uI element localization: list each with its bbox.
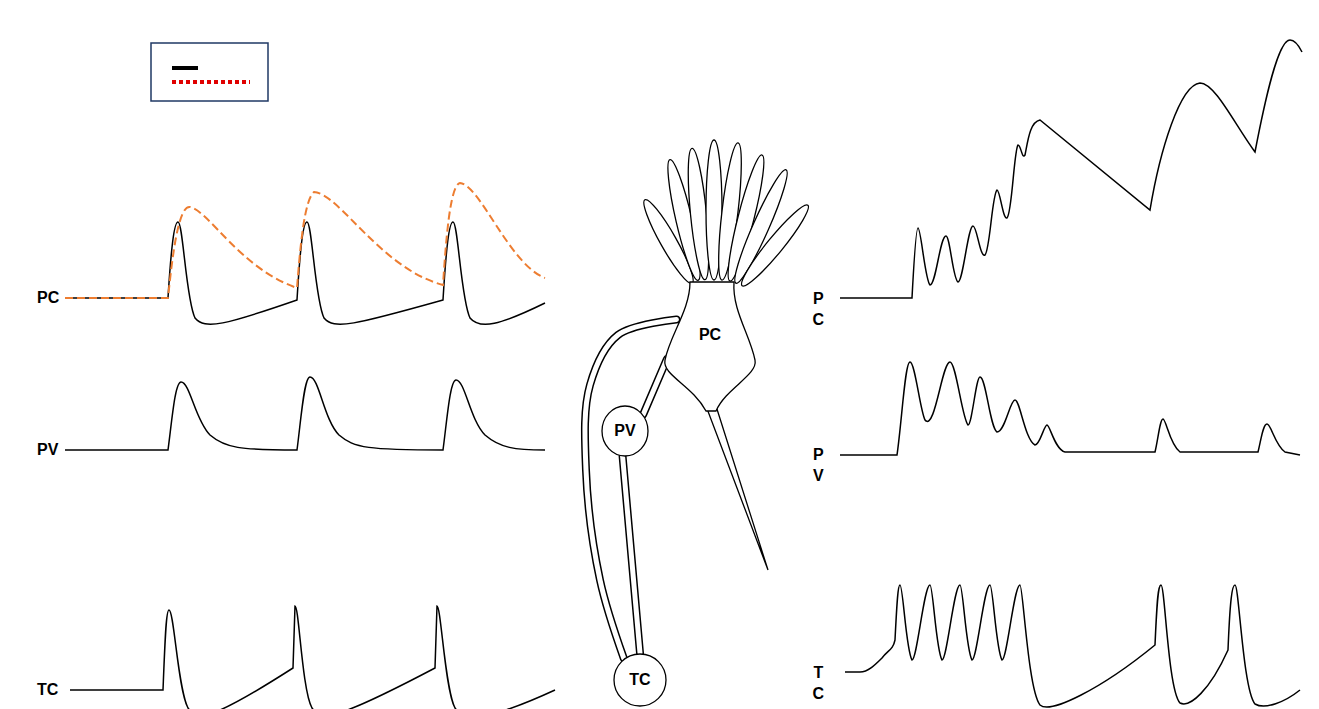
cell-body-outline (662, 280, 758, 412)
cell-name: TC (629, 670, 650, 690)
axon-fill (643, 359, 667, 414)
trace-label: P V (812, 444, 825, 486)
trace-label: T C (812, 662, 825, 704)
legend-dotted-line (172, 80, 250, 84)
pyramidal-cell-soma: PC (662, 280, 758, 412)
pc-axon (706, 406, 768, 570)
pc-burst-trace (840, 40, 1302, 298)
soma-outline (602, 406, 648, 456)
interneuron-soma: PV (601, 405, 649, 457)
trace-label: P C (812, 288, 825, 330)
pv-voltage-trace (65, 377, 545, 450)
axon-fill (623, 456, 640, 653)
trace-label: PV (37, 439, 58, 460)
axon-connector (643, 359, 667, 414)
thalamic-cell-soma: TC (613, 653, 667, 707)
cell-name: PV (614, 421, 635, 441)
legend-box (151, 43, 268, 101)
tc-burst-trace (845, 585, 1300, 707)
pv-burst-trace (840, 362, 1300, 455)
trace-label: TC (37, 679, 58, 700)
axon-fill (585, 320, 676, 659)
cell-name: PC (699, 325, 721, 345)
soma-outline (614, 654, 666, 706)
pc-voltage-trace (65, 222, 545, 324)
pc-dashed-trace (65, 183, 545, 298)
legend-solid-line (172, 66, 198, 70)
axon-connector (623, 456, 640, 653)
tc-voltage-trace (70, 606, 555, 709)
axon-connector (585, 320, 676, 659)
axon-outline (643, 359, 667, 414)
soma-outline (665, 282, 755, 411)
pc-dendrites (638, 140, 814, 291)
axon-outline (585, 320, 676, 659)
trace-label: PC (37, 287, 59, 308)
axon-outline (623, 456, 640, 653)
